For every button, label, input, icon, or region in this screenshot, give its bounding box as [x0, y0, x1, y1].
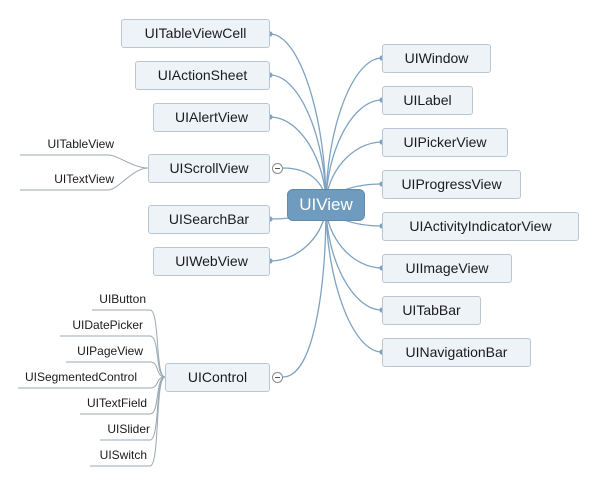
- node-uitableviewcell[interactable]: UITableViewCell: [121, 19, 270, 48]
- node-uiwebview[interactable]: UIWebView: [153, 247, 270, 276]
- node-uiactivityindicatorview[interactable]: UIActivityIndicatorView: [382, 212, 579, 241]
- connector-left-0: [269, 33, 327, 206]
- leaf-line-control-3: [18, 376, 166, 389]
- node-uitabbar[interactable]: UITabBar: [382, 296, 481, 325]
- leaf-line-scroll-1: [20, 167, 149, 191]
- connector-right-7: [325, 204, 383, 353]
- leaf-uislider[interactable]: UISlider: [107, 422, 150, 436]
- leaf-line-control-0: [92, 309, 166, 378]
- node-uialertview[interactable]: UIAlertView: [153, 103, 270, 132]
- node-uiimageview[interactable]: UIImageView: [382, 254, 512, 283]
- connector-right-1: [325, 99, 383, 206]
- connector-left-1: [269, 74, 327, 206]
- node-uicontrol[interactable]: UIControl: [165, 363, 270, 392]
- collapse-toggle-uiscrollview[interactable]: [272, 163, 283, 174]
- root-node-uiview[interactable]: UIView: [287, 189, 365, 221]
- leaf-uidatepicker[interactable]: UIDatePicker: [72, 318, 143, 332]
- node-uilabel[interactable]: UILabel: [382, 86, 473, 115]
- leaf-uisegmentedcontrol[interactable]: UISegmentedControl: [24, 370, 137, 384]
- leaf-uipageview[interactable]: UIPageView: [77, 344, 143, 358]
- leaf-uiswitch[interactable]: UISwitch: [99, 448, 147, 462]
- leaf-line-control-2: [66, 361, 166, 378]
- leaf-uitextfield[interactable]: UITextField: [86, 396, 147, 410]
- node-uiwindow[interactable]: UIWindow: [382, 44, 491, 73]
- collapse-toggle-uicontrol[interactable]: [272, 372, 283, 383]
- leaf-line-scroll-0: [20, 154, 149, 169]
- node-uiprogressview[interactable]: UIProgressView: [382, 170, 521, 199]
- node-uiscrollview[interactable]: UIScrollView: [148, 154, 270, 183]
- node-uisearchbar[interactable]: UISearchBar: [148, 205, 270, 234]
- node-uinavigationbar[interactable]: UINavigationBar: [382, 338, 531, 367]
- connector-left-6: [282, 204, 327, 378]
- leaf-uitableview[interactable]: UITableView: [47, 137, 114, 151]
- leaf-uibutton[interactable]: UIButton: [99, 292, 146, 306]
- leaf-line-control-1: [60, 335, 166, 378]
- node-uipickerview[interactable]: UIPickerView: [382, 128, 508, 157]
- leaf-uitextview[interactable]: UITextView: [54, 172, 114, 186]
- connector-right-0: [325, 57, 383, 206]
- leaf-line-control-6: [90, 376, 166, 467]
- node-uiactionsheet[interactable]: UIActionSheet: [135, 61, 270, 90]
